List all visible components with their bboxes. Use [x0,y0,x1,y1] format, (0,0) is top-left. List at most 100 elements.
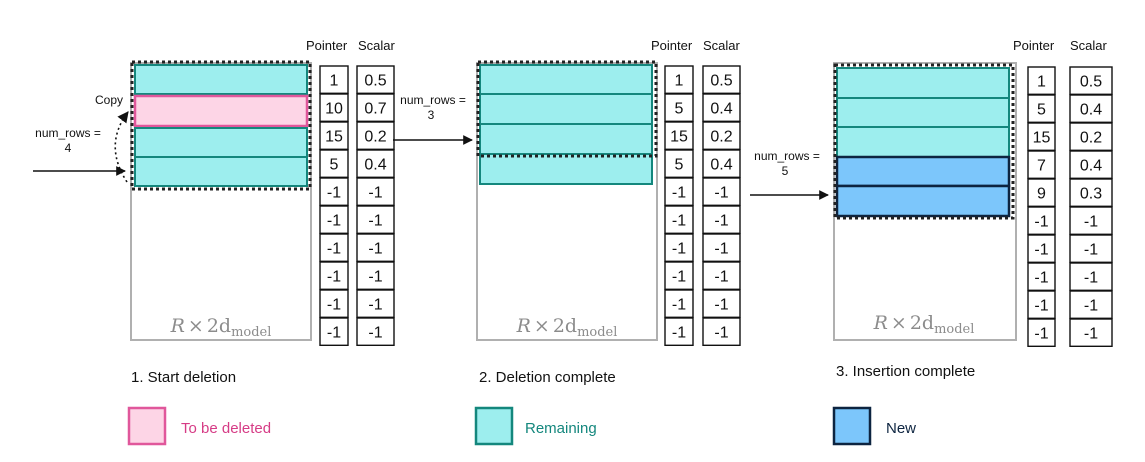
row-remaining [479,123,653,155]
pointer-value: 15 [670,129,688,146]
matrix-two-d: 2d [207,315,231,337]
scalar-cell [356,317,395,346]
row-remaining [479,93,653,125]
pointer-value: -1 [672,241,686,258]
pointer-value: 15 [325,129,343,146]
scalar-value: -1 [368,241,382,258]
num-rows-label: num_rows = [754,149,820,163]
matrix-times: × [891,312,907,334]
scalar-value: 0.4 [1080,102,1102,119]
legend-swatch-remaining [474,406,514,446]
scalar-cell [356,233,395,262]
pointer-value: -1 [327,269,341,286]
scalar-cell [702,177,741,206]
scalar-column: 0.50.70.20.4-1-1-1-1-1-1 [356,65,395,346]
scalar-value: -1 [714,185,728,202]
panel-caption: 3. Insertion complete [836,363,975,380]
scalar-value: 0.4 [710,101,732,118]
scalar-value: -1 [714,213,728,230]
scalar-value: -1 [1084,214,1098,231]
matrix-symbol-r: R [873,312,888,334]
pointer-value: 5 [330,157,339,174]
active-region-outline [833,63,1015,220]
pointer-header: Pointer [651,38,693,53]
scalar-cell [702,205,741,234]
scalar-value: -1 [368,269,382,286]
scalar-value: 0.3 [1080,186,1102,203]
matrix-subscript: model [934,322,974,337]
scalar-cell [1069,262,1113,291]
row-remaining [479,153,653,185]
scalar-value: -1 [368,213,382,230]
pointer-value: 5 [675,157,684,174]
matrix-times: × [534,315,550,337]
active-region-outline [476,60,658,158]
pointer-cell [319,261,349,290]
row-remaining [134,156,308,187]
pointer-header: Pointer [306,38,348,53]
scalar-header: Scalar [703,38,741,53]
scalar-column: 0.50.40.20.40.3-1-1-1-1-1 [1069,66,1113,347]
scalar-value: 0.4 [364,157,386,174]
pointer-cell [319,149,349,178]
scalar-cell [702,233,741,262]
row-new [835,155,1011,188]
row-remaining [836,97,1010,128]
pointer-value: 5 [675,101,684,118]
pointer-value: 10 [325,101,343,118]
pointer-value: -1 [672,213,686,230]
scalar-cell [356,205,395,234]
num-rows-label: num_rows = [400,93,466,107]
scalar-cell [1069,150,1113,179]
scalar-cell [1069,122,1113,151]
panel-deletion-complete: Pointer Scalar R×2dmodel num_rows = 3 15… [393,38,741,386]
legend-item-new: New [832,406,916,446]
pointer-cell [319,121,349,150]
legend-item-remaining: Remaining [474,406,597,446]
scalar-value: -1 [1084,298,1098,315]
pointer-value: -1 [1034,242,1048,259]
scalar-cell [1069,94,1113,123]
scalar-value: 0.7 [364,101,386,118]
scalar-cell [702,261,741,290]
pointer-cell [1027,318,1056,347]
num-rows-label: num_rows = [35,126,101,140]
scalar-cell [702,149,741,178]
pointer-value: 1 [330,73,339,90]
scalar-cell [1069,66,1113,95]
panel-start-deletion: Pointer Scalar R×2dmodel Copy num_rows =… [33,38,396,386]
pointer-cell [664,65,694,94]
panel-caption: 1. Start deletion [131,369,236,386]
pointer-value: 1 [675,73,684,90]
pointer-value: -1 [327,241,341,258]
scalar-value: -1 [714,297,728,314]
pointer-cell [319,205,349,234]
pointer-cell [1027,262,1056,291]
row-remaining [836,67,1010,99]
pointer-value: -1 [672,185,686,202]
pointer-cell [664,121,694,150]
legend-item-to-be-deleted: To be deleted [127,406,271,446]
scalar-header: Scalar [358,38,396,53]
scalar-value: -1 [368,185,382,202]
scalar-value: -1 [714,269,728,286]
pointer-cell [664,261,694,290]
pointer-cell [664,289,694,318]
pointer-cell [1027,122,1056,151]
matrix-times: × [188,315,204,337]
scalar-value: -1 [368,325,382,342]
scalar-value: -1 [714,241,728,258]
pointer-cell [664,317,694,346]
pointer-cell [1027,234,1056,263]
legend-label-remaining: Remaining [525,420,597,437]
pointer-value: -1 [327,185,341,202]
pointer-cell [319,317,349,346]
scalar-cell [1069,318,1113,347]
matrix-size-label: R×2dmodel [170,315,272,340]
row-remaining [134,127,308,158]
active-region-outline [130,60,312,191]
matrix-two-d: 2d [553,315,577,337]
scalar-cell [1069,290,1113,319]
scalar-cell [1069,178,1113,207]
